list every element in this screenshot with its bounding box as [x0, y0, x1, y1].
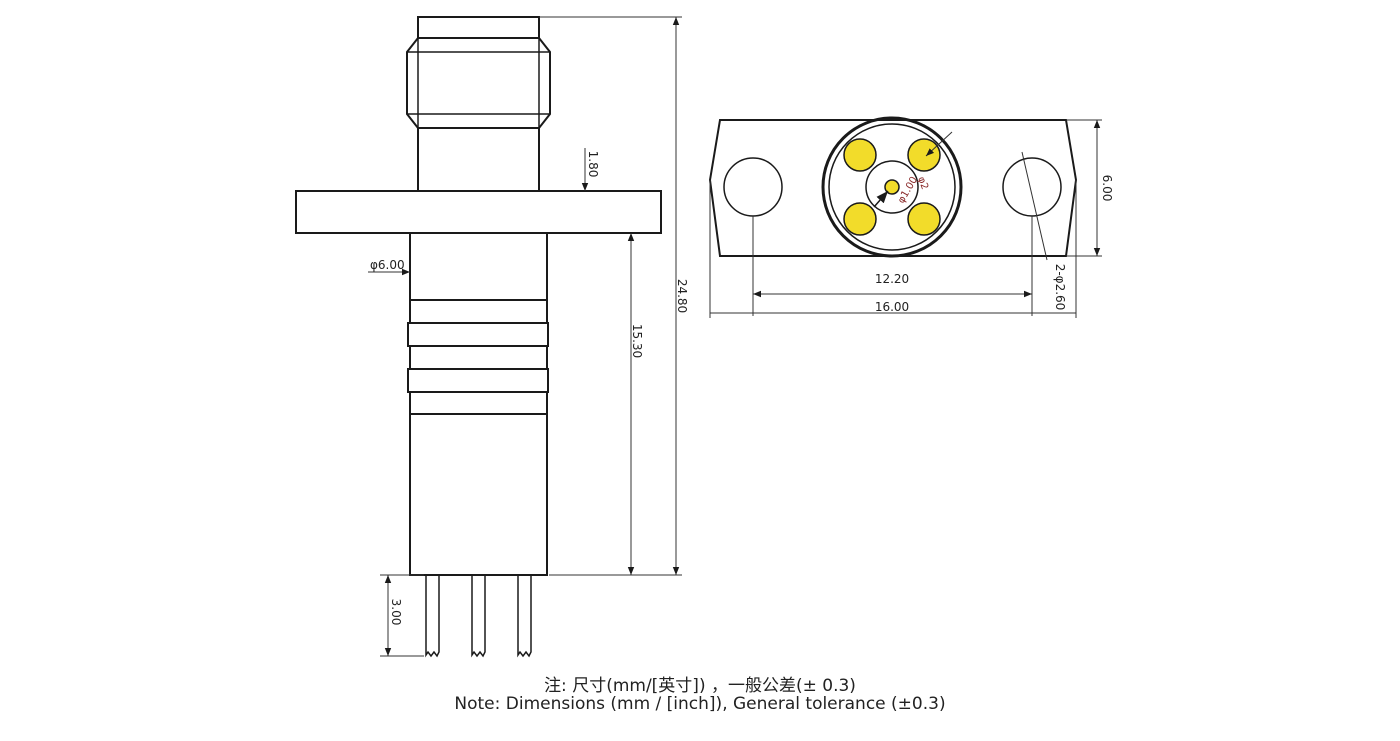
side-view	[295, 16, 662, 658]
mount-hole-left	[723, 157, 783, 217]
dim-body-diameter: φ6.00	[370, 258, 405, 272]
dim-flange-height: 6.00	[1100, 175, 1114, 202]
dim-body-length: 15.30	[630, 324, 644, 358]
ribbed-section	[407, 299, 549, 415]
contact-pin-top-left	[843, 138, 877, 172]
contact-pin-bottom-right	[907, 202, 941, 236]
dim-pin-length: 3.00	[389, 599, 403, 626]
contact-pin-top-right	[907, 138, 941, 172]
neck	[417, 127, 540, 192]
top-dimension-labels: 12.20 16.00 6.00 2-φ2.60 φ1.00 φ2	[875, 175, 1114, 314]
insulator-outer	[821, 116, 963, 258]
side-dimension-lines	[368, 16, 682, 657]
side-dimension-labels: 24.80 15.30 1.80 φ6.00 3.00	[370, 151, 689, 626]
body-upper	[409, 232, 548, 301]
dim-contact-pin: φ2	[915, 175, 930, 191]
contact-pins	[843, 138, 941, 236]
dim-hole-spacing: 12.20	[875, 272, 909, 286]
dim-mount-holes: 2-φ2.60	[1053, 264, 1067, 311]
dim-flange-thickness: 1.80	[586, 151, 600, 178]
insulator-ring	[828, 123, 956, 251]
top-cap	[417, 16, 540, 39]
top-dimension-lines	[709, 119, 1102, 318]
mount-hole-right	[1002, 157, 1062, 217]
center-pin	[884, 179, 900, 195]
contact-pin-bottom-left	[843, 202, 877, 236]
hex-nut	[406, 37, 551, 129]
note-chinese: 注: 尺寸(mm/[英寸]) ，一般公差(± 0.3)	[544, 676, 856, 696]
center-ring	[865, 160, 919, 214]
note-english: Note: Dimensions (mm / [inch]), General …	[454, 694, 946, 714]
flange-side	[295, 190, 662, 234]
solder-pins	[425, 575, 532, 658]
dim-overall-height: 24.80	[675, 279, 689, 313]
dim-flange-width: 16.00	[875, 300, 909, 314]
body-lower	[409, 413, 548, 576]
